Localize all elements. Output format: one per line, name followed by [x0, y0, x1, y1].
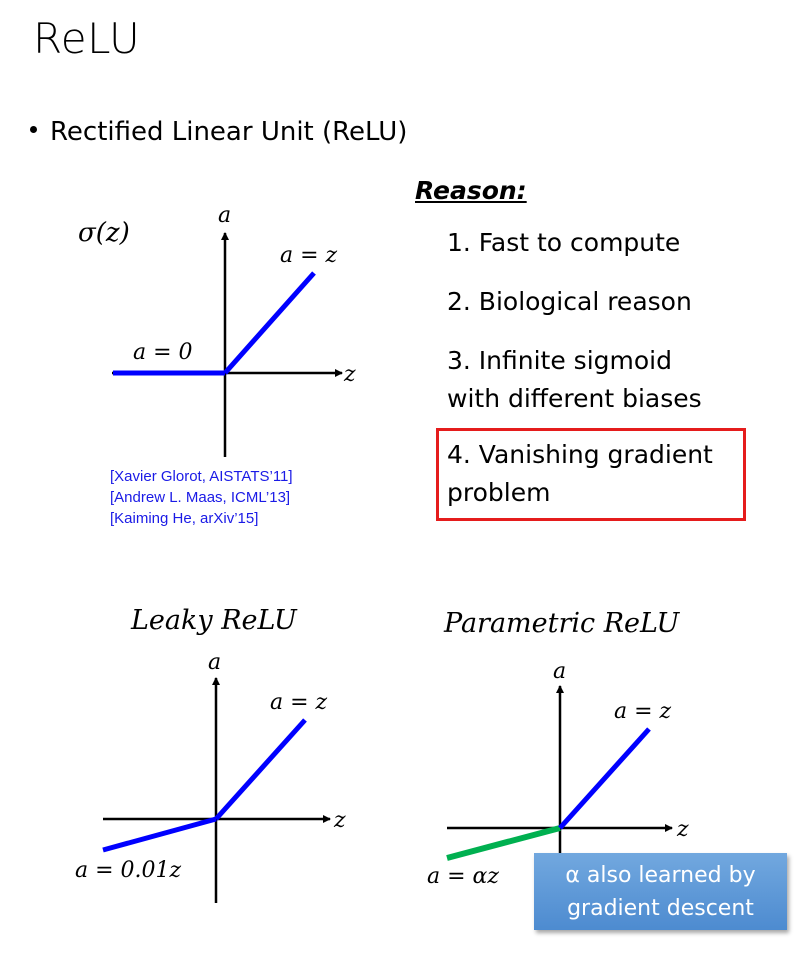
prelu-positive-segment [558, 727, 651, 830]
reason-item-3: 3. Infinite sigmoid with different biase… [447, 342, 702, 418]
callout-line-2: gradient descent [567, 896, 754, 921]
reference-item: [Xavier Glorot, AISTATS’11] [110, 468, 293, 485]
relu-positive-segment [223, 271, 316, 375]
reason-item-4-line2: problem [447, 478, 551, 507]
reason-item-4: 4. Vanishing gradient problem [447, 436, 713, 512]
leaky-positive-segment [214, 718, 307, 821]
callout-box: α also learned by gradient descent [534, 853, 787, 930]
leaky-y-axis-label: a [208, 650, 222, 675]
relu-negative-label: a = 0 [133, 340, 193, 365]
leaky-negative-segment [102, 816, 217, 853]
bullet-text: Rectified Linear Unit (ReLU) [50, 117, 408, 147]
prelu-positive-label: a = z [614, 699, 672, 724]
callout-line-1: α also learned by [565, 863, 756, 888]
bullet-item: Rectified Linear Unit (ReLU) [30, 117, 407, 147]
reference-item: [Kaiming He, arXiv’15] [110, 510, 259, 527]
leaky-x-axis-label: z [334, 808, 346, 833]
reason-item-2: 2. Biological reason [447, 287, 692, 316]
leaky-relu-title: Leaky ReLU [131, 605, 297, 636]
prelu-negative-label: a = αz [427, 864, 499, 889]
references: [Xavier Glorot, AISTATS’11] [Andrew L. M… [110, 466, 293, 529]
reason-heading: Reason: [415, 176, 527, 205]
slide-title: ReLU [33, 14, 141, 63]
reason-item-3-line1: 3. Infinite sigmoid [447, 346, 672, 375]
leaky-negative-label: a = 0.01z [75, 858, 182, 883]
parametric-relu-title: Parametric ReLU [444, 608, 680, 639]
bullet-dot-icon [30, 126, 37, 133]
relu-function-label: σ(z) [78, 218, 130, 248]
relu-positive-label: a = z [280, 243, 338, 268]
relu-x-axis-label: z [344, 362, 356, 387]
prelu-x-axis-label: z [677, 817, 689, 842]
highlight-box [436, 428, 746, 521]
reason-item-3-line2: with different biases [447, 384, 702, 413]
reason-item-1: 1. Fast to compute [447, 228, 681, 257]
reference-item: [Andrew L. Maas, ICML’13] [110, 489, 291, 506]
reason-item-4-line1: 4. Vanishing gradient [447, 440, 713, 469]
prelu-y-axis-label: a [553, 659, 567, 684]
relu-y-axis-label: a [218, 203, 232, 228]
leaky-positive-label: a = z [270, 690, 328, 715]
